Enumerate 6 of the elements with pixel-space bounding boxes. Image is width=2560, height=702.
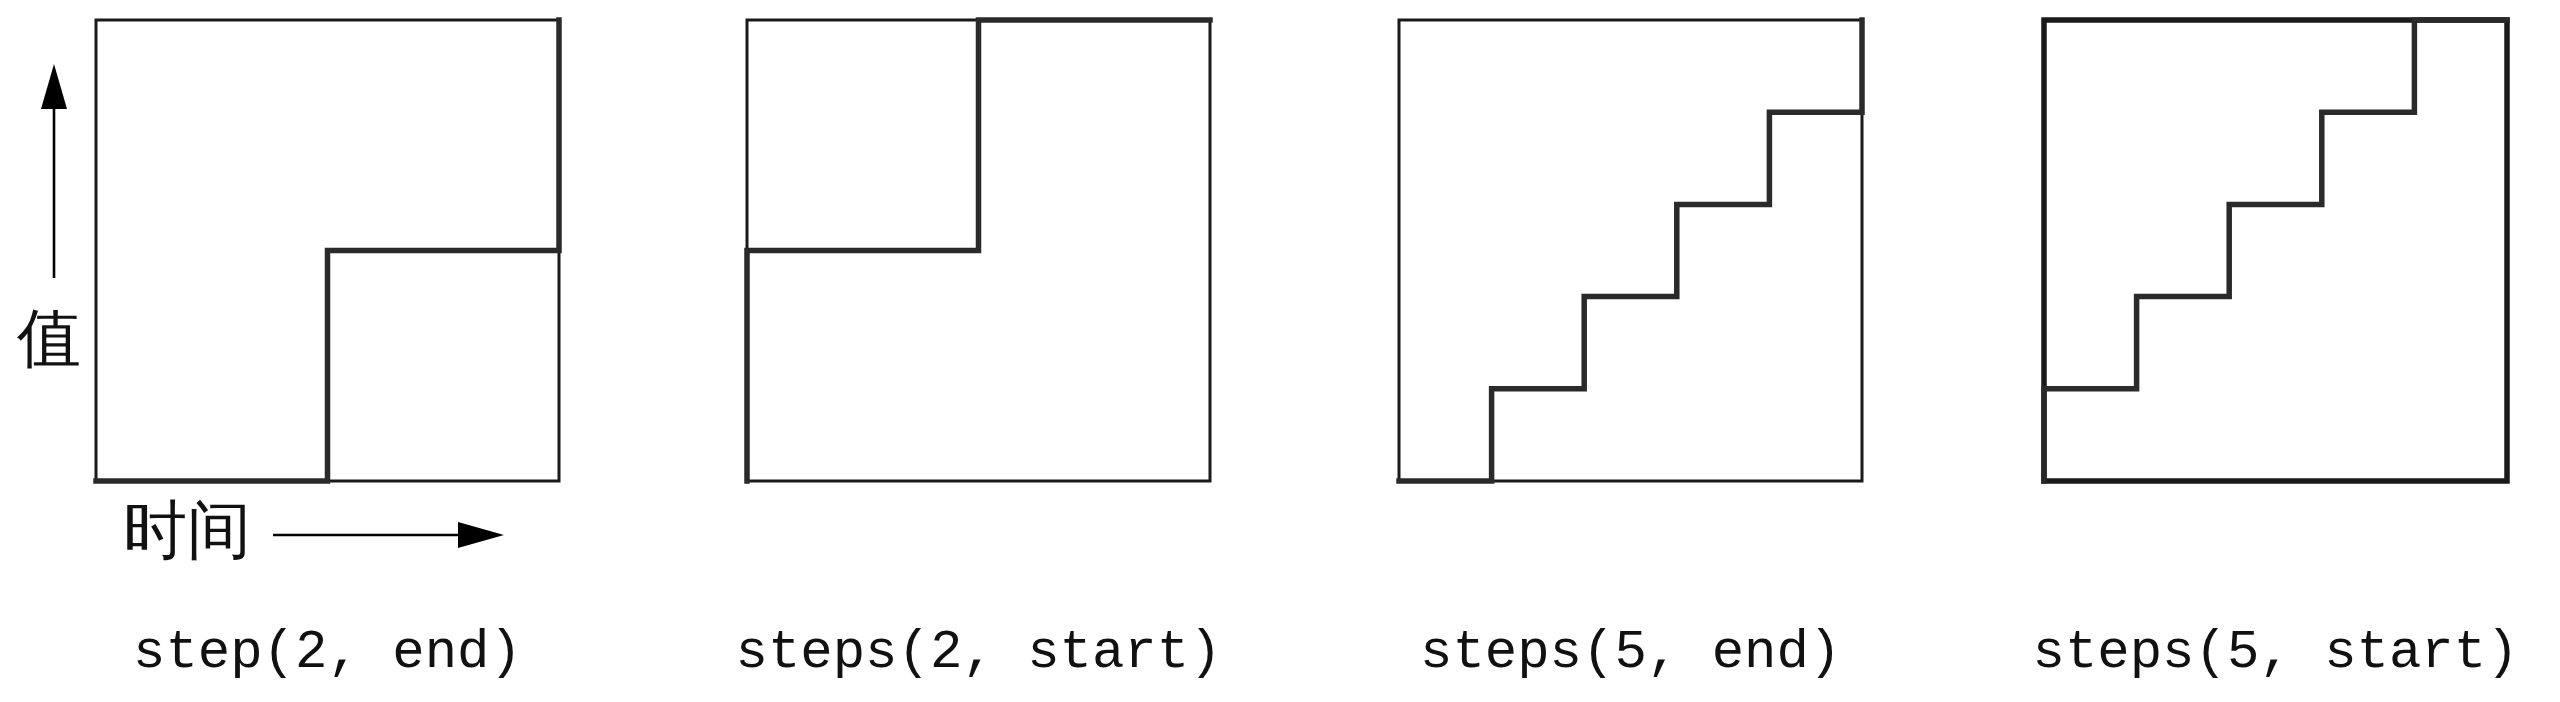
axis-label: 时间 [123,499,251,563]
chart-caption: steps(5, end) [1420,626,1842,680]
chart-caption: step(2, end) [133,626,522,680]
chart-caption: steps(2, start) [735,626,1222,680]
chart-caption: steps(5, start) [2032,626,2519,680]
axis-label: 值 [17,307,81,371]
